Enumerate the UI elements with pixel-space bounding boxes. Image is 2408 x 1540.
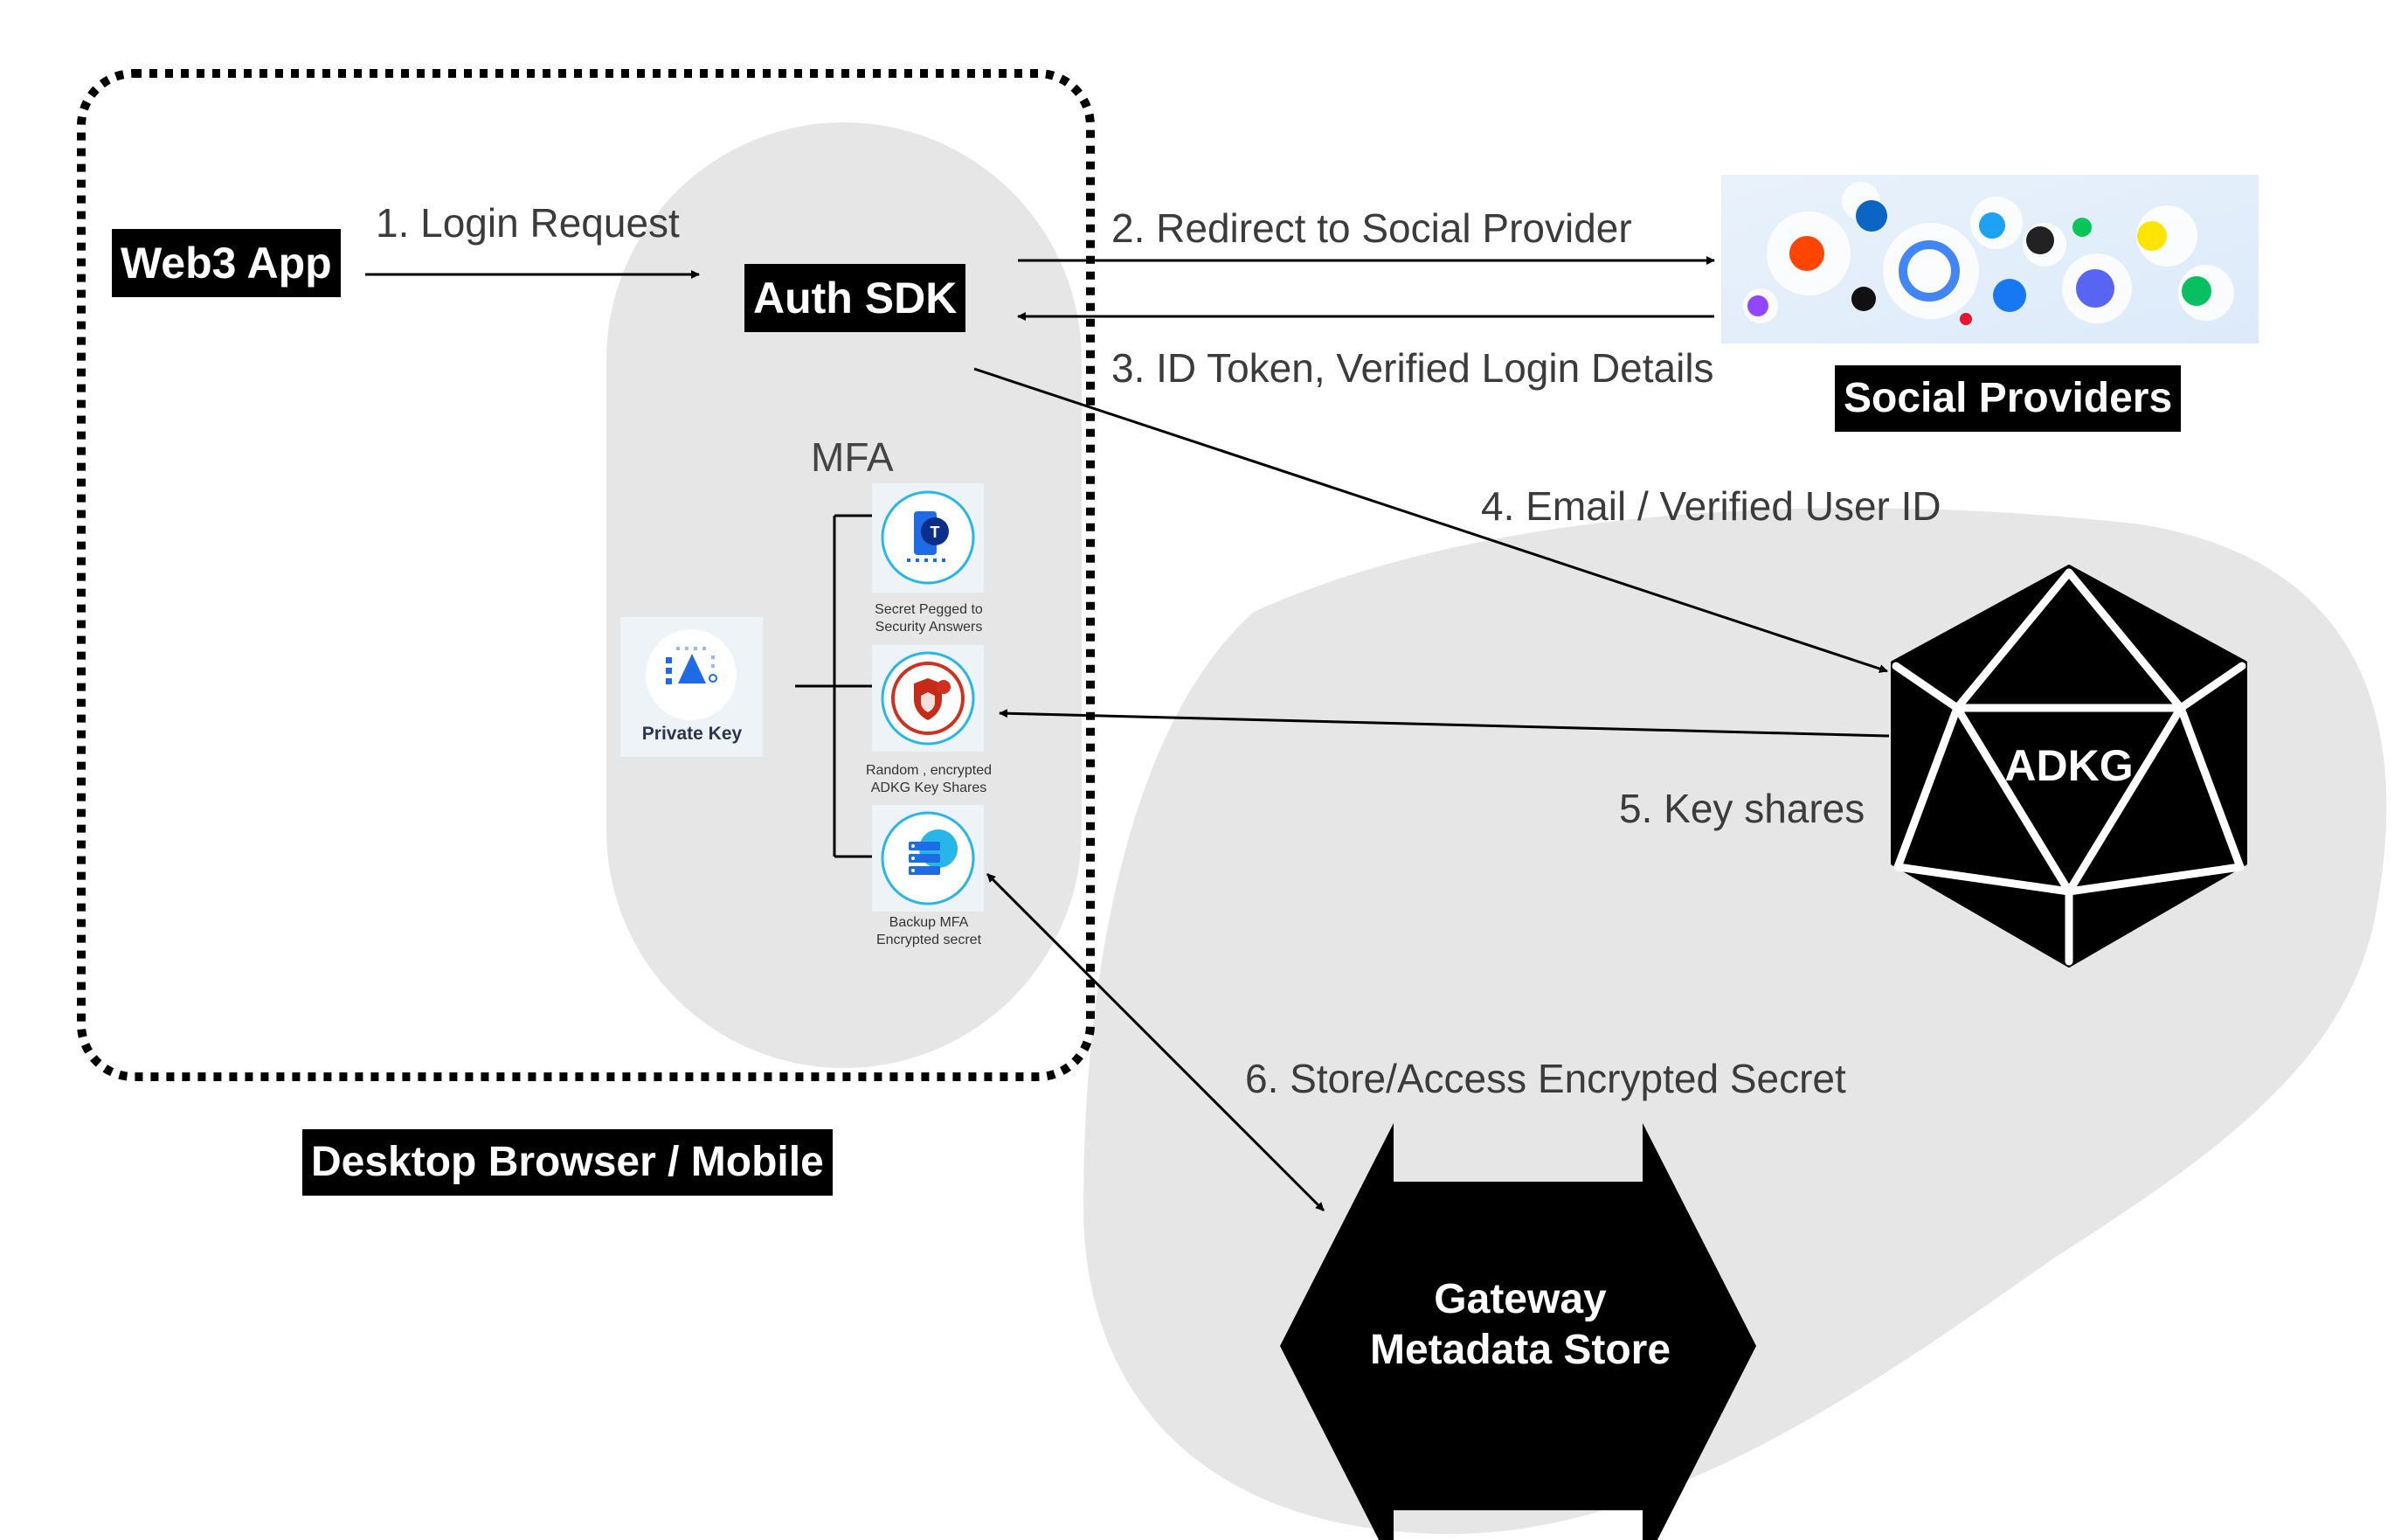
flow-label-step2: 2. Redirect to Social Provider	[1111, 205, 1632, 251]
private-key-icon	[646, 629, 737, 720]
security-answers-icon: T	[881, 490, 975, 585]
caption-line: ADKG Key Shares	[870, 780, 987, 795]
auth-sdk-label: Auth SDK	[744, 264, 966, 332]
line-icon	[2072, 218, 2092, 237]
client-boundary	[77, 69, 1095, 1081]
weibo-icon	[1960, 313, 1972, 325]
arrow-key-shares	[999, 709, 1890, 738]
mfa-factor-security-answers: T	[872, 483, 984, 593]
adkg-label: ADKG	[2004, 741, 2134, 790]
gateway-metadata-store	[1280, 1123, 1756, 1540]
kakaotalk-icon	[2137, 221, 2167, 251]
flow-label-step6: 6. Store/Access Encrypted Secret	[1245, 1056, 1846, 1101]
social-providers-label: Social Providers	[1835, 365, 2182, 432]
caption-line: Security Answers	[875, 620, 983, 635]
social-providers-banner	[1721, 175, 2259, 343]
mfa-factor-caption: Backup MFA Encrypted secret	[846, 914, 1012, 949]
flow-label-step5: 5. Key shares	[1619, 786, 1865, 831]
twitter-icon	[1979, 212, 2005, 239]
flow-label-step4: 4. Email / Verified User ID	[1481, 483, 1941, 529]
mfa-bracket	[795, 514, 874, 858]
caption-line: Backup MFA	[889, 915, 969, 930]
web3-app-label: Web3 App	[112, 229, 341, 297]
gateway-label: Gateway Metadata Store	[1319, 1274, 1721, 1375]
google-icon	[1899, 240, 1960, 302]
mfa-factor-caption: Random , encrypted ADKG Key Shares	[846, 762, 1012, 797]
mfa-factor-caption: Secret Pegged to Security Answers	[846, 601, 1012, 636]
private-key-card	[620, 617, 763, 757]
apple-icon	[1851, 287, 1876, 311]
database-icon	[881, 811, 975, 905]
arrow-user-id	[973, 367, 1888, 673]
mfa-factor-backup	[872, 805, 984, 912]
adkg-node	[1891, 565, 2247, 968]
reddit-icon	[1789, 236, 1824, 271]
wechat-icon	[2182, 276, 2211, 306]
discord-icon	[2076, 269, 2114, 308]
mfa-factor-key-shares	[872, 645, 984, 752]
github-icon	[2026, 226, 2054, 254]
flow-label-step3: 3. ID Token, Verified Login Details	[1111, 345, 1714, 391]
svg-text:T: T	[931, 524, 940, 541]
flow-label-step1: 1. Login Request	[376, 200, 680, 246]
caption-line: Random , encrypted	[865, 763, 993, 778]
arrow-store-secret	[986, 872, 1325, 1212]
gateway-label-line1: Gateway	[1434, 1276, 1607, 1322]
shield-icon	[881, 651, 975, 746]
mfa-title: MFA	[811, 434, 894, 480]
gateway-label-line2: Metadata Store	[1369, 1326, 1671, 1373]
caption-line: Encrypted secret	[875, 933, 982, 947]
linkedin-icon	[1856, 200, 1887, 232]
facebook-icon	[1993, 279, 2026, 312]
twitch-icon	[1747, 295, 1768, 316]
caption-line: Secret Pegged to	[875, 602, 983, 617]
private-key-label: Private Key	[641, 724, 743, 744]
desktop-browser-label: Desktop Browser / Mobile	[302, 1129, 833, 1196]
